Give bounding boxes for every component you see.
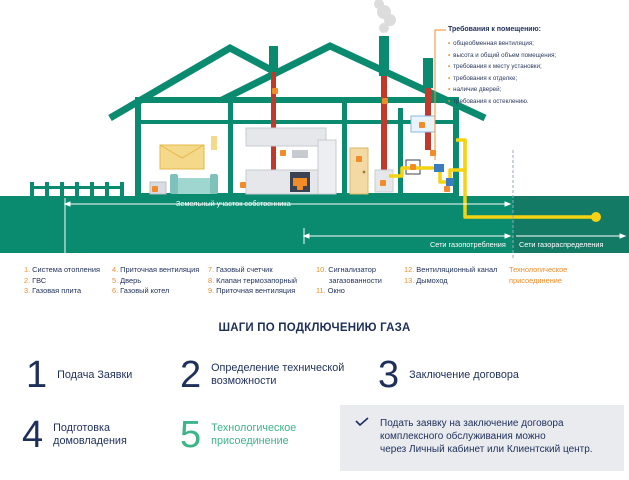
floor-strip <box>141 120 453 124</box>
distribution-zone <box>513 196 629 253</box>
main-roof <box>220 42 487 122</box>
step-text: Заключение договора <box>409 368 519 381</box>
chimney-smoke <box>374 0 396 33</box>
step-number: 5 <box>180 414 202 456</box>
chimney-right <box>423 58 433 88</box>
legend-tech-connection: Технологическое присоединение <box>509 265 568 285</box>
step-3: 3 Заключение договора <box>378 356 519 394</box>
requirement-item: •требования к остеклению. <box>448 97 529 105</box>
gas-connection-point-icon <box>591 212 601 222</box>
requirement-item: •требования к месту установки; <box>448 63 542 70</box>
left-roof <box>108 43 277 122</box>
step-number: 4 <box>22 414 44 456</box>
interior-wall-2 <box>342 100 347 196</box>
legend-column-2: 4.Приточная вентиляция 5.Дверь 6.Газовый… <box>112 265 200 295</box>
notice-box: Подать заявку на заключение договора ком… <box>340 405 624 471</box>
distribution-dimension-line <box>516 233 627 239</box>
step-text: Подача Заявки <box>57 368 133 381</box>
legend-column-3: 7.Газовый счетчик 8.Клапан термозапорный… <box>208 265 298 295</box>
ventilation-duct-icon <box>271 72 276 170</box>
thermal-valve-icon <box>434 164 444 172</box>
network-consumption-label: Сети газопотребления <box>430 240 506 249</box>
legend-column-5: 12.Вентиляционный канал 13.Дымоход <box>404 265 498 285</box>
requirement-item: •наличие дверей; <box>448 86 502 93</box>
gas-pipe-underground <box>463 140 595 219</box>
requirements-box: Требования к помещению: •общеобменная ве… <box>448 26 624 107</box>
gas-alarm-icon <box>446 178 454 186</box>
checkmark-icon <box>355 417 369 426</box>
flue-pipe-icon <box>381 76 387 174</box>
step-1: 1 Подача Заявки <box>26 356 132 394</box>
kitchen-cabinets-icon <box>245 127 327 147</box>
requirements-title: Требования к помещению: <box>448 26 541 33</box>
requirements-pointer <box>434 29 446 160</box>
hood-icon <box>292 150 308 158</box>
requirement-item: •высота и общий объем помещения; <box>448 51 557 59</box>
wall-lamp-icon <box>211 136 217 150</box>
legend-column-1: 1.Система отопления 2.ГВС 3.Газовая плит… <box>24 265 100 295</box>
interior-wall-3 <box>398 108 403 196</box>
requirement-item: •общеобменная вентиляция; <box>448 40 534 47</box>
steps-title: ШАГИ ПО ПОДКЛЮЧЕНИЮ ГАЗА <box>218 322 411 334</box>
step-number: 1 <box>26 354 48 396</box>
fence <box>30 182 124 196</box>
gas-house-diagram <box>0 0 629 260</box>
notice-text: Подать заявку на заключение договора ком… <box>380 418 593 455</box>
fridge-icon <box>317 139 337 195</box>
land-label: Земельный участок собственника <box>176 199 291 208</box>
door-icon <box>349 147 369 195</box>
chimney-main <box>379 36 389 76</box>
chimney-left <box>269 46 278 72</box>
legend-column-4: 10.Сигнализатор загазованности 11.Окно <box>316 265 382 295</box>
sofa-icon <box>172 178 216 194</box>
network-distribution-label: Сети газораспределения <box>519 240 604 249</box>
step-number: 2 <box>180 354 202 396</box>
consumption-dimension-line <box>302 228 512 244</box>
land-dimension-line <box>63 198 512 260</box>
requirement-item: •требования к отделке; <box>448 74 518 82</box>
house-number-markers <box>152 88 450 192</box>
step-number: 3 <box>378 354 400 396</box>
interior-wall-1 <box>228 100 233 196</box>
